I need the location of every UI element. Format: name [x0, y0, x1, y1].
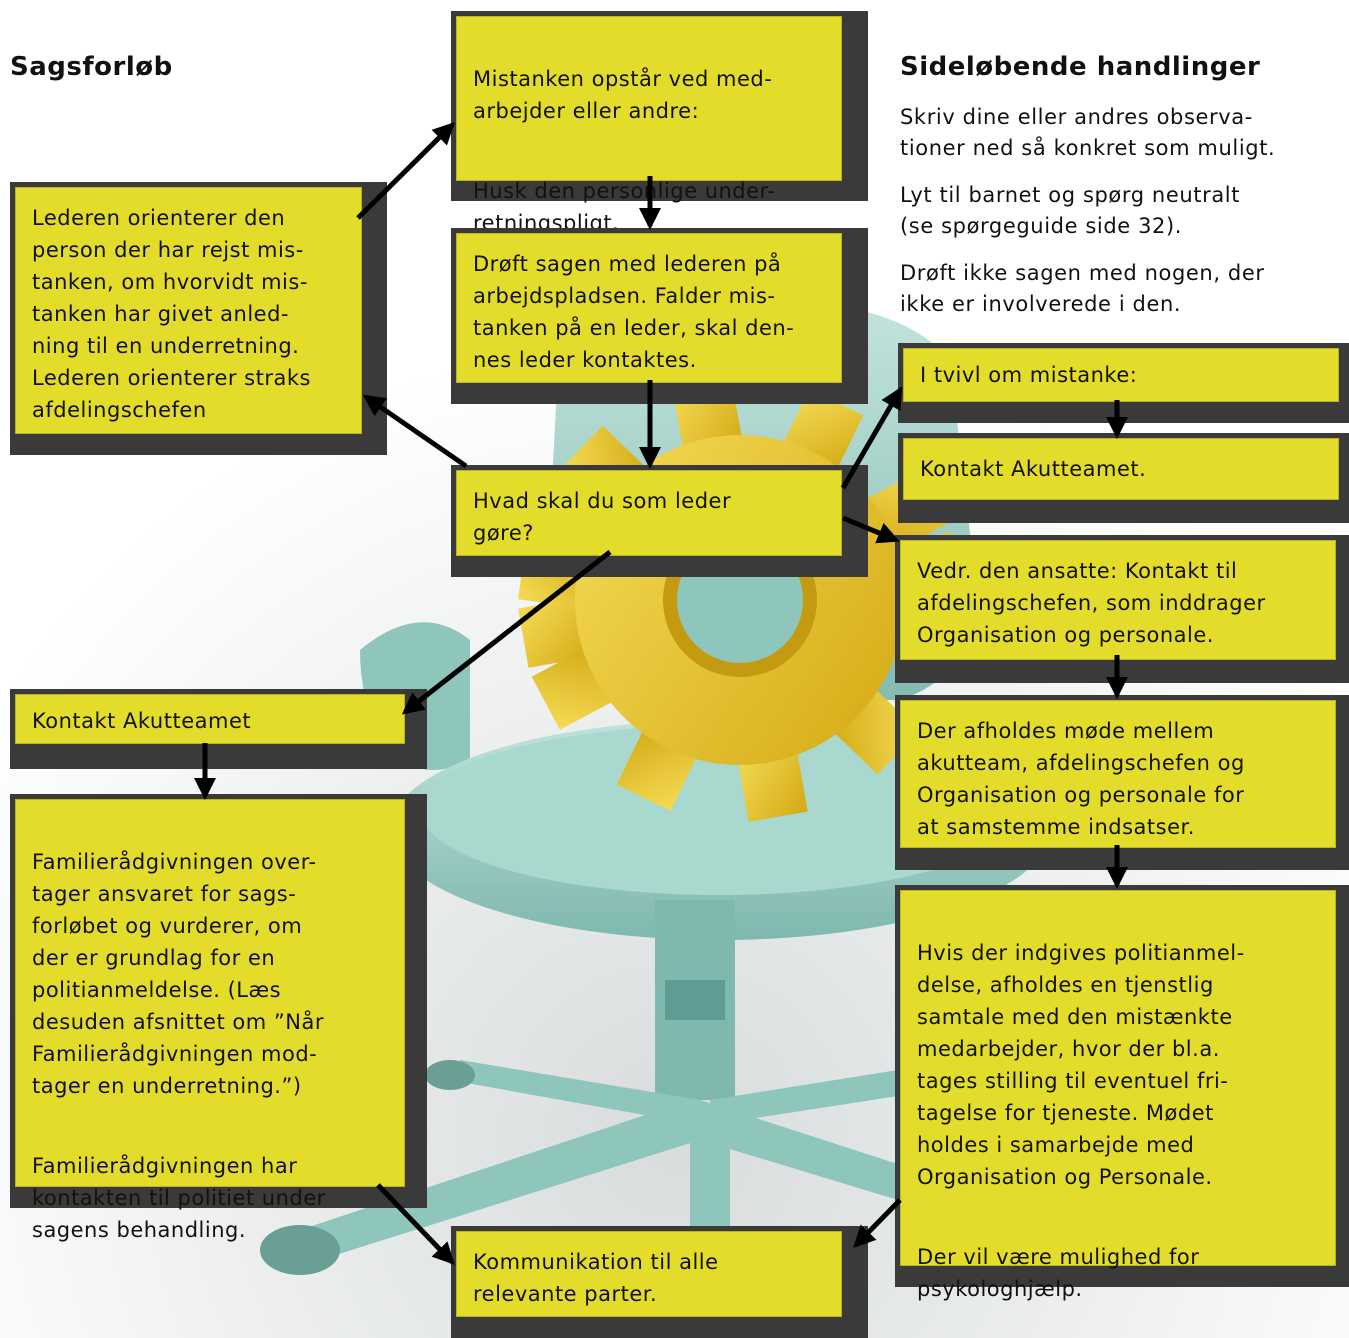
box-suspicion: Mistanken opstår ved med- arbejder eller… — [451, 11, 868, 235]
box-doubt: I tvivl om mistanke: — [898, 343, 1349, 423]
box-discuss-text: Drøft sagen med lederen på arbejdspladse… — [456, 233, 842, 383]
side-note-confidential: Drøft ikke sagen med nogen, der ikke er … — [900, 261, 1265, 316]
box-suspicion-text: Mistanken opstår ved med- arbejder eller… — [473, 67, 773, 123]
box-contact-team-left: Kontakt Akutteamet — [10, 689, 427, 769]
box-family-text: Familierådgivningen over- tager ansvaret… — [32, 850, 324, 1098]
side-notes: Skriv dine eller andres observa- tioner … — [900, 102, 1340, 336]
box-family-counseling: Familierådgivningen over- tager ansvaret… — [10, 794, 427, 1242]
box-meeting-text: Der afholdes møde mellem akutteam, afdel… — [900, 700, 1336, 848]
box-contact-team-left-text: Kontakt Akutteamet — [15, 694, 405, 744]
side-note-listen: Lyt til barnet og spørg neutralt (se spø… — [900, 183, 1241, 238]
box-communication: Kommunikation til alle relevante parter. — [451, 1226, 868, 1338]
box-communication-text: Kommunikation til alle relevante parter. — [456, 1231, 842, 1317]
heading-parallel-actions: Sideløbende handlinger — [900, 52, 1261, 82]
box-contact-team-right-text: Kontakt Akutteamet. — [903, 438, 1339, 500]
box-discuss-with-leader: Drøft sagen med lederen på arbejdspladse… — [451, 228, 868, 404]
box-family-police-contact: Familierådgivningen har kontakten til po… — [32, 1154, 326, 1242]
heading-case-process: Sagsforløb — [10, 52, 173, 82]
box-contact-team-right: Kontakt Akutteamet. — [898, 433, 1349, 523]
box-employee: Vedr. den ansatte: Kontakt til afdelings… — [895, 535, 1349, 683]
box-police-text: Hvis der indgives politianmel- delse, af… — [917, 941, 1245, 1189]
box-suspicion-duty: Husk den personlige under- retningspligt… — [473, 179, 776, 235]
box-employee-text: Vedr. den ansatte: Kontakt til afdelings… — [900, 540, 1336, 660]
box-doubt-text: I tvivl om mistanke: — [903, 348, 1339, 402]
box-meeting: Der afholdes møde mellem akutteam, afdel… — [895, 695, 1349, 870]
side-note-observations: Skriv dine eller andres observa- tioner … — [900, 105, 1276, 160]
box-leader-informs-text: Lederen orienterer den person der har re… — [15, 187, 362, 434]
box-police-psychologist: Der vil være mulighed for psykologhjælp. — [917, 1245, 1200, 1301]
box-police-report: Hvis der indgives politianmel- delse, af… — [895, 885, 1349, 1301]
box-what-to-do-text: Hvad skal du som leder gøre? — [456, 470, 842, 556]
box-what-to-do: Hvad skal du som leder gøre? — [451, 465, 868, 577]
box-leader-informs: Lederen orienterer den person der har re… — [10, 182, 387, 455]
